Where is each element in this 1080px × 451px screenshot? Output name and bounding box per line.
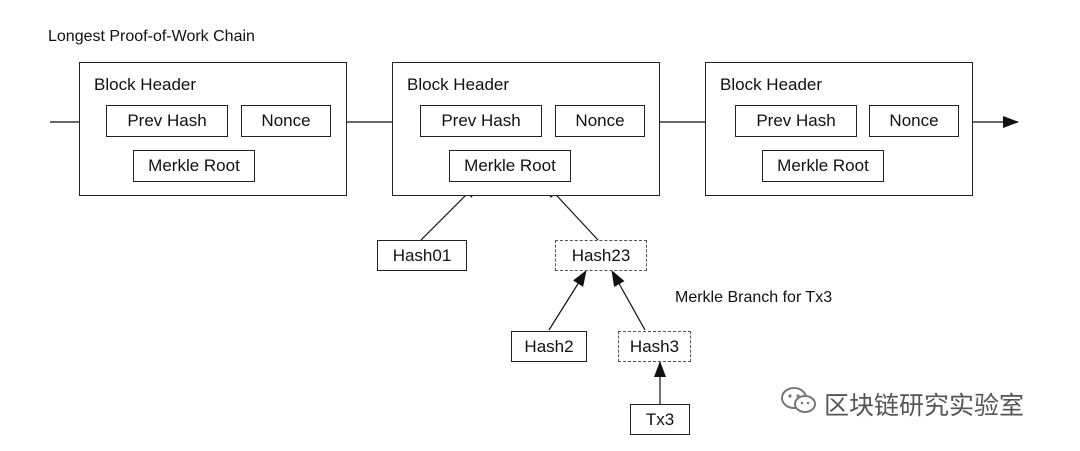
- merkle-root-box: Merkle Root: [133, 150, 255, 182]
- block-header-label: Block Header: [407, 75, 510, 94]
- block-header-label: Block Header: [720, 75, 823, 94]
- hash01-node: Hash01: [377, 240, 467, 271]
- nonce-box: Nonce: [869, 105, 959, 137]
- nonce-box: Nonce: [555, 105, 645, 137]
- hash2-node: Hash2: [511, 331, 587, 362]
- prev-hash-box: Prev Hash: [420, 105, 542, 137]
- merkle-root-box: Merkle Root: [449, 150, 571, 182]
- block-header-label: Block Header: [94, 75, 197, 94]
- prev-hash-box: Prev Hash: [106, 105, 228, 137]
- hash23-node: Hash23: [555, 240, 647, 271]
- nonce-box: Nonce: [241, 105, 331, 137]
- arrow-hash2-hash23: [548, 270, 587, 331]
- merkle-root-box: Merkle Root: [762, 150, 884, 182]
- arrow-hash3-hash23: [611, 270, 646, 331]
- tx3-node: Tx3: [630, 404, 690, 435]
- prev-hash-box: Prev Hash: [735, 105, 857, 137]
- watermark: 区块链研究实验室: [780, 386, 1024, 422]
- merkle-branch-label: Merkle Branch for Tx3: [675, 289, 833, 306]
- diagram-title: Longest Proof-of-Work Chain: [48, 28, 255, 45]
- watermark-text: 区块链研究实验室: [824, 391, 1025, 420]
- hash3-node: Hash3: [618, 331, 691, 362]
- wechat-icon: [780, 386, 818, 422]
